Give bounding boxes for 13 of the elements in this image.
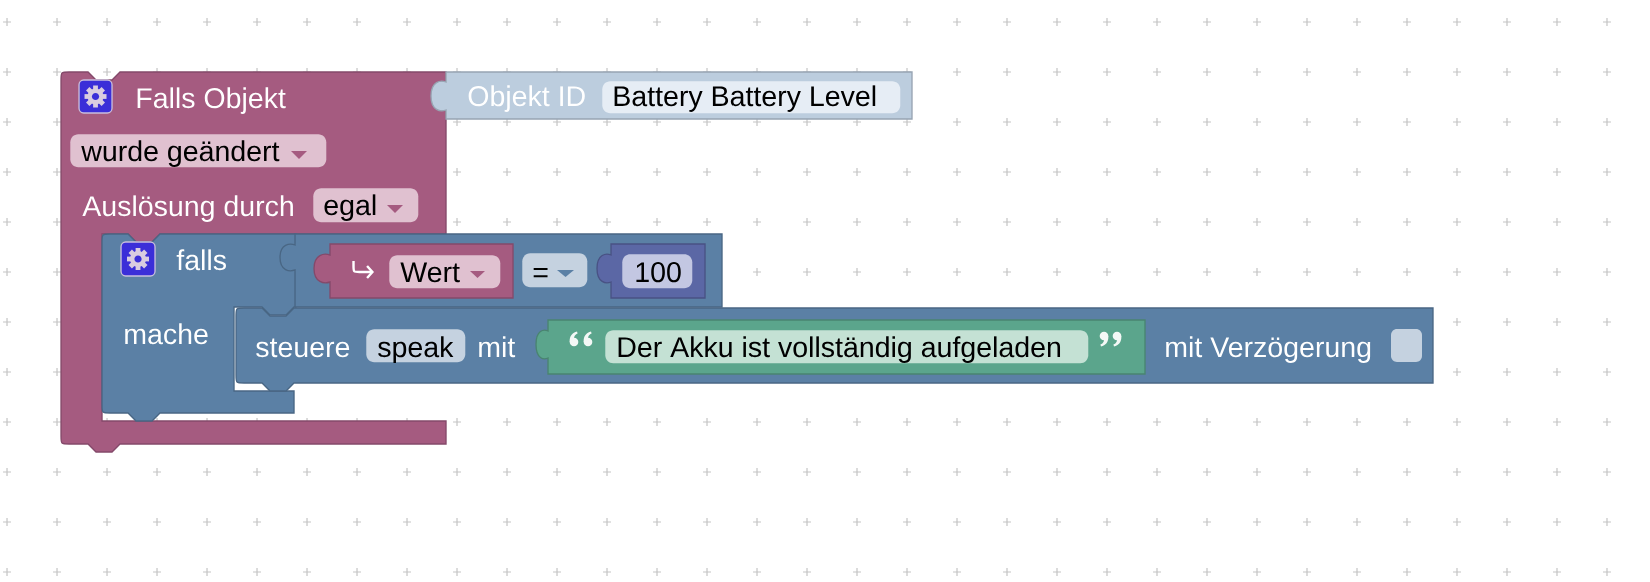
number-field: 100 — [622, 254, 693, 289]
text-field: Battery Battery Level — [602, 81, 901, 114]
node-label: mit Verzögerung — [1166, 336, 1371, 363]
dropdown: Wert — [389, 255, 501, 289]
node-label: Auslösung durch — [82, 195, 293, 222]
dropdown: wurde geändert — [70, 134, 327, 168]
node-label: steuere — [256, 338, 350, 358]
node-label: mit — [479, 336, 516, 358]
node-label: Falls Objekt — [137, 87, 286, 114]
dropdown: egal — [313, 188, 419, 223]
dropdown: = — [522, 253, 588, 288]
text-field: Der Akku ist vollständig aufgeladen — [605, 330, 1089, 364]
text-field: speak — [366, 329, 466, 363]
